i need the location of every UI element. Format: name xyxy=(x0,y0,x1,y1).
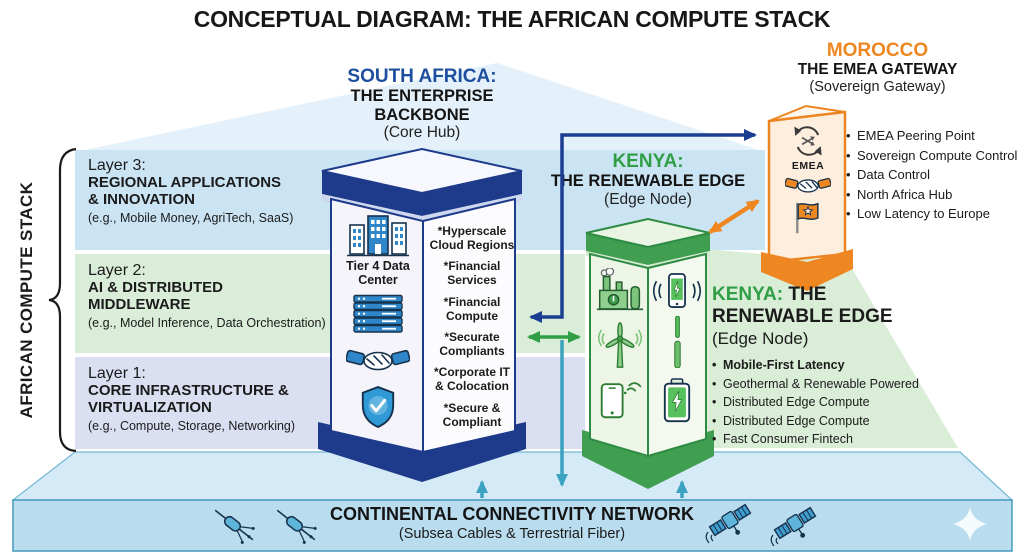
geothermal-plant-icon xyxy=(596,268,644,311)
kenya-bullet-item: Geothermal & Renewable Powered xyxy=(712,375,978,394)
layer-2-row: Layer 2: AI & DISTRIBUTED MIDDLEWARE (e.… xyxy=(88,262,358,330)
morocco-bullet-item: Sovereign Compute Control xyxy=(846,146,1024,166)
satellite-icon xyxy=(770,503,820,547)
kenya-node-type: (Edge Node) xyxy=(604,190,692,208)
morocco-bullet-item: North Africa Hub xyxy=(846,185,1024,205)
layer-2-examples: (e.g., Model Inference, Data Orchestrati… xyxy=(88,316,326,330)
morocco-bullet-item: Data Control xyxy=(846,165,1024,185)
sparkle-icon xyxy=(952,506,988,542)
data-center-label: Tier 4 Data Center xyxy=(346,259,410,287)
kenya-role: THE RENEWABLE EDGE xyxy=(550,172,746,191)
morocco-pillar-content: EMEA xyxy=(773,124,843,235)
kenya-bullet-item: Distributed Edge Compute xyxy=(712,412,978,431)
network-title: CONTINENTAL CONNECTIVITY NETWORK xyxy=(330,504,694,524)
kenya-pillar-right-face xyxy=(651,272,703,423)
layer-1-row: Layer 1: CORE INFRASTRUCTURE & VIRTUALIZ… xyxy=(88,365,358,433)
mobile-phone-signal-icon xyxy=(600,382,642,419)
layer-3-row: Layer 3: REGIONAL APPLICATIONS & INNOVAT… xyxy=(88,157,358,225)
emea-label: EMEA xyxy=(791,160,825,172)
layer-1-heading: CORE INFRASTRUCTURE & VIRTUALIZATION xyxy=(88,382,289,416)
layer-1-examples: (e.g., Compute, Storage, Networking) xyxy=(88,419,296,433)
emea-handshake-icon xyxy=(785,177,831,193)
fiber-cable-icon xyxy=(212,503,256,547)
layer-1-name: Layer 1: xyxy=(88,365,146,382)
layer-3-heading: REGIONAL APPLICATIONS & INNOVATION xyxy=(88,174,282,208)
kenya-bullet-list: Mobile-First LatencyGeothermal & Renewab… xyxy=(712,356,978,449)
network-subtitle: (Subsea Cables & Terrestrial Fiber) xyxy=(398,526,626,542)
layer-3-examples: (e.g., Mobile Money, AgriTech, SaaS) xyxy=(88,211,294,225)
exchange-arrows-icon xyxy=(794,126,822,156)
south-africa-role: THE ENTERPRISE BACKBONE xyxy=(350,87,494,124)
page-title: CONCEPTUAL DIAGRAM: THE AFRICAN COMPUTE … xyxy=(193,6,831,32)
platform-front-face xyxy=(12,499,1013,552)
kenya-bullet-item: Mobile-First Latency xyxy=(712,356,978,375)
satellite-icon xyxy=(705,500,755,544)
sa-feature-item: *Secure & Compliant xyxy=(442,400,502,429)
data-center-building-icon xyxy=(347,215,409,257)
south-africa-header: SOUTH AFRICA: THE ENTERPRISE BACKBONE (C… xyxy=(307,66,537,142)
kenya-pillar-left-face xyxy=(594,268,646,419)
stack-axis-label: AFRICAN COMPUTE STACK xyxy=(17,181,36,419)
morocco-node-type: (Sovereign Gateway) xyxy=(809,78,946,95)
morocco-flag-icon xyxy=(796,202,819,234)
south-africa-country-label: SOUTH AFRICA: xyxy=(347,66,497,87)
kenya-header: KENYA: THE RENEWABLE EDGE (Edge Node) xyxy=(532,151,764,208)
kenya-side-panel: KENYA: THE RENEWABLE EDGE (Edge Node) Mo… xyxy=(712,284,978,449)
antenna-pole-icon xyxy=(673,316,681,368)
kenya-bullet-item: Distributed Edge Compute xyxy=(712,393,978,412)
kenya-panel-role: THE RENEWABLE EDGE xyxy=(712,284,893,328)
platform-top-face xyxy=(11,451,1014,501)
wind-turbine-icon xyxy=(597,322,643,368)
layer-2-heading: AI & DISTRIBUTED MIDDLEWARE xyxy=(88,279,223,313)
sa-feature-item: *Financial Compute xyxy=(443,294,501,323)
kenya-panel-country: KENYA: xyxy=(712,284,784,305)
phone-charging-signal-icon xyxy=(652,273,702,308)
kenya-country-label: KENYA: xyxy=(612,151,684,172)
sa-feature-item: *Hyperscale Cloud Regions xyxy=(429,224,515,253)
morocco-bullet-item: EMEA Peering Point xyxy=(846,126,1024,146)
south-africa-node-type: (Core Hub) xyxy=(383,124,461,142)
morocco-header: MOROCCO THE EMEA GATEWAY (Sovereign Gate… xyxy=(775,40,980,95)
server-rack-icon xyxy=(353,294,403,333)
morocco-bullet-list: EMEA Peering PointSovereign Compute Cont… xyxy=(846,126,1024,224)
fiber-cable-icon xyxy=(274,503,318,547)
sa-feature-item: *Securate Compliants xyxy=(439,329,505,359)
morocco-role: THE EMEA GATEWAY xyxy=(797,61,958,79)
layer-2-name: Layer 2: xyxy=(88,262,146,279)
battery-charge-icon xyxy=(663,378,691,423)
morocco-country-label: MOROCCO xyxy=(826,40,929,61)
sa-pillar-left-face: Tier 4 Data Center xyxy=(333,212,423,429)
shield-check-icon xyxy=(361,385,395,428)
kenya-bullet-item: Fast Consumer Fintech xyxy=(712,430,978,449)
sa-feature-item: *Corporate IT & Colocation xyxy=(433,365,510,394)
stack-brace xyxy=(48,147,77,453)
kenya-panel-node-type: (Edge Node) xyxy=(712,329,809,349)
sa-feature-item: *Financial Services xyxy=(443,259,501,288)
sa-feature-list: *Hyperscale Cloud Regions *Financial Serv… xyxy=(429,224,515,436)
handshake-icon xyxy=(346,349,410,370)
layer-3-name: Layer 3: xyxy=(88,157,146,174)
morocco-bullet-item: Low Latency to Europe xyxy=(846,204,1024,224)
